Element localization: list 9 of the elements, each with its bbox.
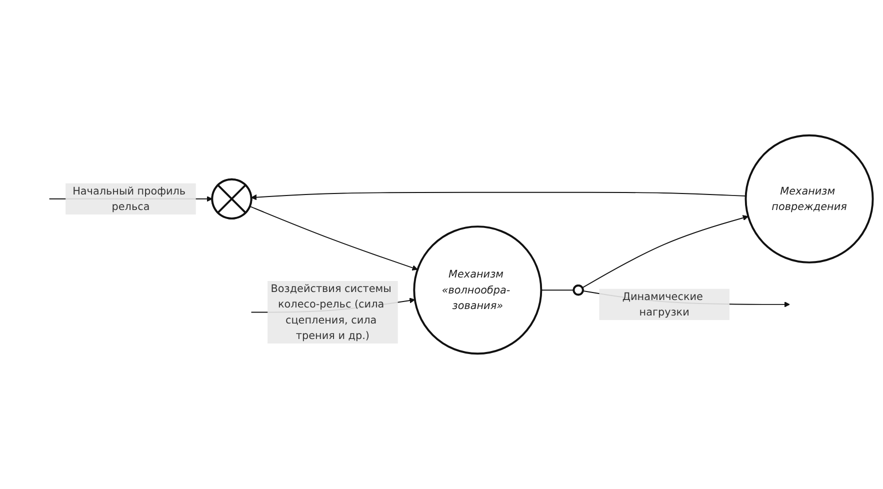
node-circle: Механизм повреждения: [744, 134, 874, 264]
arrow: [250, 192, 746, 200]
arrow: [582, 215, 748, 288]
edge-label: Начальный профиль рельса: [72, 184, 186, 213]
edge-label: Динамические нагрузки: [622, 290, 703, 318]
node-circle: Механизм «волнообра- зования»: [413, 226, 542, 355]
edge-label: Воздействия системы колесо-рельс (сила сцепления, сила трения и др.): [270, 282, 392, 342]
arrow: [249, 206, 418, 271]
connector: [540, 290, 574, 291]
